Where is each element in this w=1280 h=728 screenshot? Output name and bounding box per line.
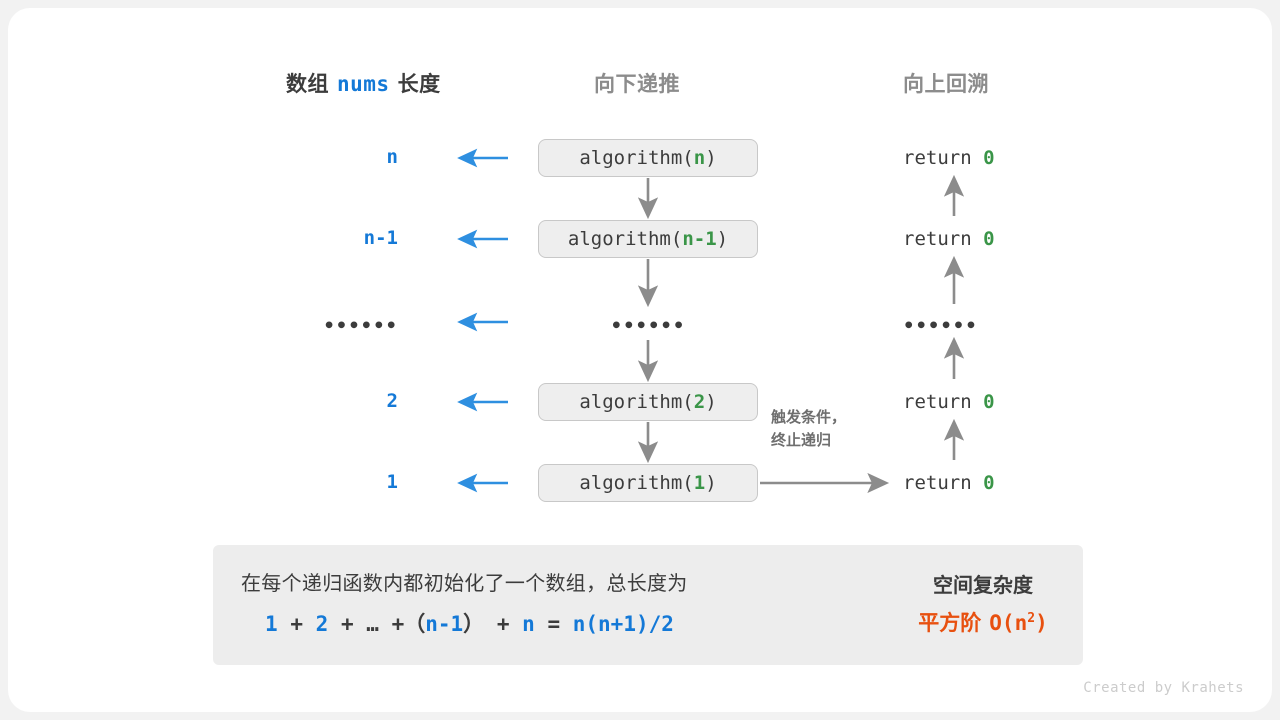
length-label-row-1: n-1 [363,227,398,249]
call-paren-close-row-4: ) [705,472,717,494]
length-label-row-4: 1 [386,471,398,493]
formula-paren-open: （ [404,613,426,636]
termination-note-line1: 触发条件， [771,409,847,426]
call-box-name-row-3: algorithm [579,391,683,413]
formula-term-5: n [522,612,535,636]
formula-term-2: 2 [315,612,329,636]
header-array-length: 数组 nums 长度 [286,68,441,98]
return-label-row-3: return 0 [903,391,995,413]
call-box-row-0[interactable]: algorithm(n) [538,139,758,177]
formula-term-1: 1 [265,612,278,636]
header-array-nums: nums [337,72,390,96]
call-box-arg-row-3: 2 [693,391,706,413]
credit-text: Created by Krahets [1083,680,1244,696]
summary-formula: 1 + 2 + … +（n-1） + n = n(n+1)/2 [265,608,674,638]
summary-description: 在每个递归函数内都初始化了一个数组，总长度为 [241,573,688,595]
diagram-card: 数组 nums 长度 向下递推 向上回溯 n n-1 •••••• 2 1 algo… [8,8,1272,712]
call-paren-open-row-3: ( [682,391,694,413]
call-box-row-4[interactable]: algorithm(1) [538,464,758,502]
length-label-row-2: •••••• [323,315,398,337]
return-label-row-2-ellipsis: •••••• [903,315,978,337]
call-paren-close-row-3: ) [705,391,717,413]
call-box-row-3[interactable]: algorithm(2) [538,383,758,421]
formula-paren-close: ） [463,613,485,636]
return-label-row-1: return 0 [903,228,995,250]
call-box-name-row-1: algorithm [567,228,671,250]
complexity-close-paren: ) [1035,611,1048,635]
return-value-row-0: 0 [983,147,995,169]
call-box-arg-row-0: n [693,147,706,169]
formula-equals: = [547,612,561,636]
return-keyword-row-0: return [903,147,972,169]
call-paren-close-row-1: ) [716,228,729,250]
return-keyword-row-1: return [903,228,972,250]
complexity-title: 空间复杂度 [933,575,1033,597]
termination-note: 触发条件， 终止递归 [771,406,846,453]
return-value-row-4: 0 [983,472,995,494]
formula-term-4: n-1 [425,612,464,636]
formula-ellipsis: … [366,612,379,636]
return-label-row-0: return 0 [903,147,995,169]
return-label-row-4: return 0 [903,472,995,494]
return-value-row-1: 0 [983,228,995,250]
formula-op-1: + [290,612,303,636]
complexity-label: 平方阶 [918,612,982,635]
call-paren-open-row-0: ( [682,147,694,169]
call-box-arg-row-1: n-1 [682,228,717,250]
header-recurse-down: 向下递推 [594,73,680,96]
formula-result: n(n+1)/2 [572,612,674,636]
formula-op-3: + [391,612,405,636]
length-label-row-0: n [386,146,398,168]
complexity-value: 平方阶 O(n2) [903,607,1063,637]
call-box-arg-row-4: 1 [693,472,706,494]
return-value-row-3: 0 [983,391,995,413]
call-paren-open-row-1: ( [670,228,683,250]
summary-panel: 在每个递归函数内都初始化了一个数组，总长度为 1 + 2 + … +（n-1） … [213,545,1083,665]
complexity-big-o: O(n [989,611,1028,635]
call-box-row-1[interactable]: algorithm(n-1) [538,220,758,258]
header-array-prefix: 数组 [286,73,329,96]
call-box-name-row-0: algorithm [579,147,683,169]
formula-op-4: + [496,612,510,636]
termination-note-line2: 终止递归 [771,432,832,450]
length-label-row-3: 2 [386,390,398,412]
header-backtrack-up: 向上回溯 [903,73,989,96]
blue-length-arrows [457,148,508,493]
complexity-exponent: 2 [1027,611,1036,626]
call-paren-open-row-4: ( [682,472,694,494]
call-paren-close-row-0: ) [705,147,717,169]
return-keyword-row-4: return [903,472,972,494]
call-box-name-row-4: algorithm [579,472,683,494]
return-keyword-row-3: return [903,391,972,413]
header-array-suffix: 长度 [397,73,441,96]
formula-op-2: + [340,612,354,636]
call-box-row-2-ellipsis: •••••• [610,315,686,337]
